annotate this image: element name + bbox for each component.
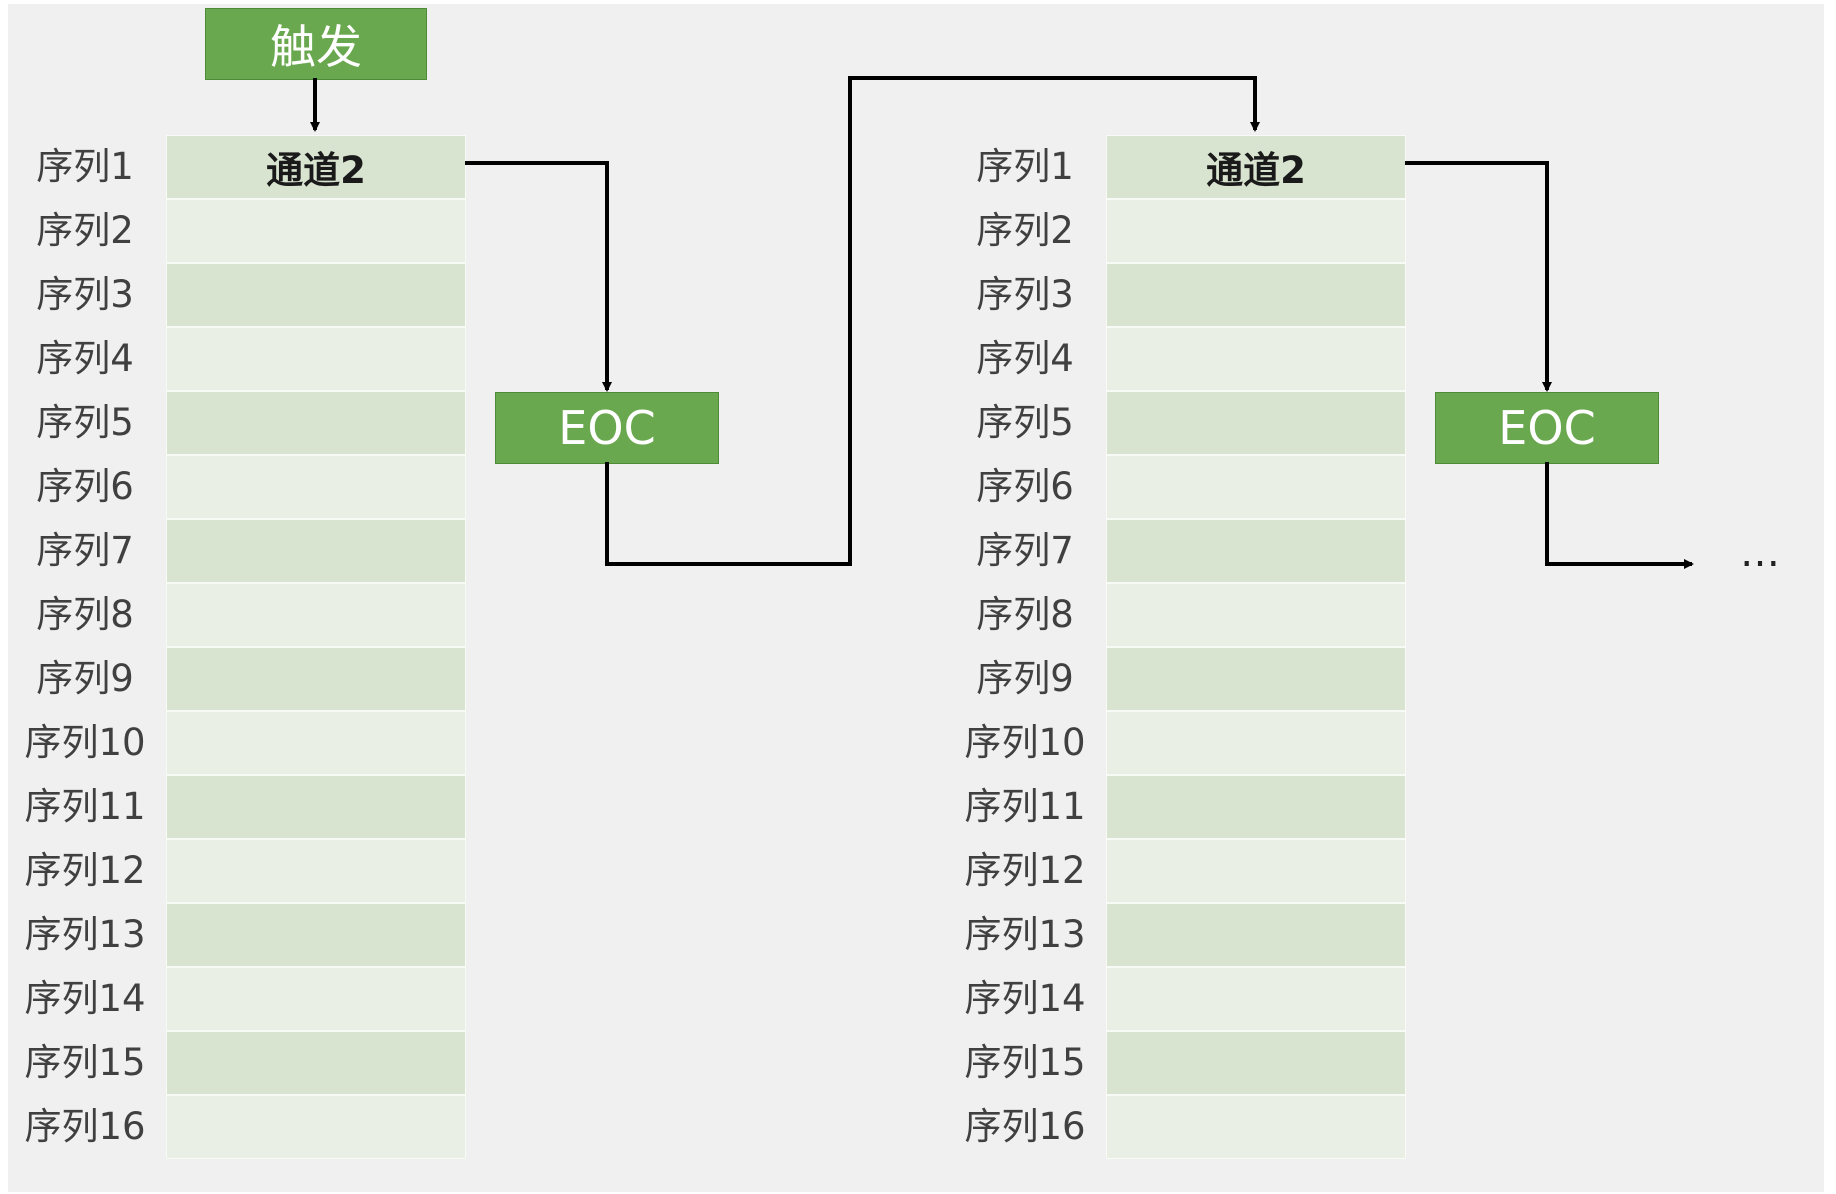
sequence-label: 序列4 (36, 337, 134, 380)
sequence-slot (166, 967, 466, 1031)
sequence-label: 序列16 (24, 1105, 146, 1148)
sequence-label: 序列2 (976, 209, 1074, 252)
arrow-eoc-to-next-channel (605, 76, 1260, 566)
sequence-slot (1106, 327, 1406, 391)
sequence-label: 序列3 (976, 273, 1074, 316)
sequence-slot (166, 455, 466, 519)
sequence-slot (166, 839, 466, 903)
sequence-label: 序列14 (964, 977, 1086, 1020)
sequence-slot (166, 711, 466, 775)
sequence-slot (166, 903, 466, 967)
sequence-label: 序列9 (36, 657, 134, 700)
sequence-label: 序列8 (976, 593, 1074, 636)
sequence-slot (166, 199, 466, 263)
sequence-slot (1106, 1095, 1406, 1159)
sequence-label: 序列8 (36, 593, 134, 636)
sequence-label: 序列12 (964, 849, 1086, 892)
sequence-slot (1106, 711, 1406, 775)
channel-label: 通道2 (1206, 149, 1306, 192)
sequence-label: 序列1 (36, 145, 134, 188)
sequence-slot (1106, 775, 1406, 839)
sequence-slot (1106, 839, 1406, 903)
eoc-label: EOC (558, 401, 656, 455)
channel-label: 通道2 (266, 149, 366, 192)
sequence-label: 序列5 (976, 401, 1074, 444)
sequence-slot (1106, 519, 1406, 583)
sequence-label: 序列6 (976, 465, 1074, 508)
sequence-label: 序列6 (36, 465, 134, 508)
sequence-label: 序列1 (976, 145, 1074, 188)
sequence-slot (1106, 1031, 1406, 1095)
sequence-label: 序列2 (36, 209, 134, 252)
channel-cell: 通道2 (1106, 135, 1406, 199)
sequence-slot (1106, 647, 1406, 711)
sequence-slot (166, 583, 466, 647)
sequence-label: 序列13 (24, 913, 146, 956)
eoc-box-2: EOC (1435, 392, 1659, 464)
sequence-slot (1106, 903, 1406, 967)
trigger-label: 触发 (270, 20, 362, 74)
sequence-slot (166, 1031, 466, 1095)
sequence-slot (166, 775, 466, 839)
arrow-eoc-to-continuation (1545, 462, 1694, 569)
sequence-label: 序列15 (964, 1041, 1086, 1084)
sequence-label: 序列7 (976, 529, 1074, 572)
sequence-slot (166, 647, 466, 711)
sequence-slot (166, 519, 466, 583)
sequence-label: 序列9 (976, 657, 1074, 700)
sequence-slot (1106, 263, 1406, 327)
sequence-label: 序列11 (964, 785, 1086, 828)
sequence-label: 序列3 (36, 273, 134, 316)
arrow-channel-to-eoc-2 (1405, 161, 1552, 392)
trigger-box: 触发 (205, 8, 427, 80)
sequence-label: 序列13 (964, 913, 1086, 956)
sequence-label: 序列15 (24, 1041, 146, 1084)
sequence-slot (166, 1095, 466, 1159)
continuation-ellipsis: … (1740, 530, 1782, 576)
sequence-label: 序列10 (24, 721, 146, 764)
sequence-slot (1106, 583, 1406, 647)
sequence-label: 序列11 (24, 785, 146, 828)
sequence-slot (1106, 967, 1406, 1031)
eoc-box-1: EOC (495, 392, 719, 464)
sequence-slot (166, 391, 466, 455)
sequence-label: 序列10 (964, 721, 1086, 764)
sequence-label: 序列14 (24, 977, 146, 1020)
sequence-label: 序列5 (36, 401, 134, 444)
channel-cell: 通道2 (166, 135, 466, 199)
sequence-slot (166, 327, 466, 391)
sequence-label: 序列12 (24, 849, 146, 892)
sequence-slot (1106, 199, 1406, 263)
sequence-label: 序列7 (36, 529, 134, 572)
sequence-slot (1106, 391, 1406, 455)
sequence-slot (1106, 455, 1406, 519)
sequence-slot (166, 263, 466, 327)
eoc-label: EOC (1498, 401, 1596, 455)
sequence-label: 序列16 (964, 1105, 1086, 1148)
arrow-channel-to-eoc-1 (465, 161, 612, 392)
sequence-label: 序列4 (976, 337, 1074, 380)
